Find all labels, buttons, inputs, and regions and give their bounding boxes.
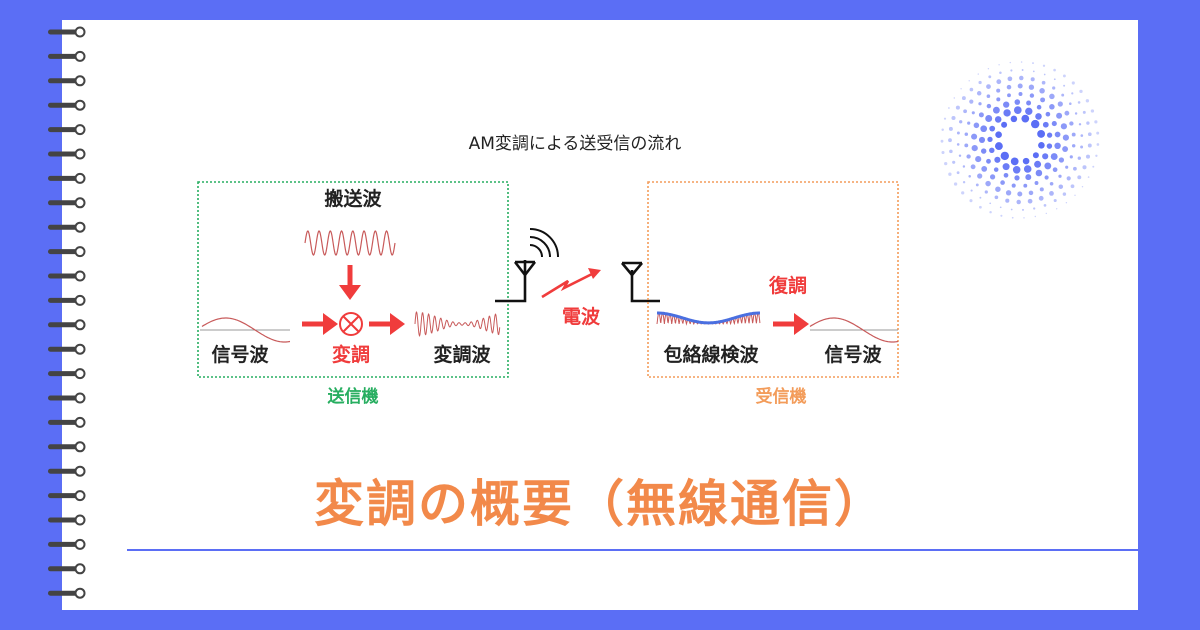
receiver-label: 受信機 [756,386,807,407]
binding-ring [48,270,86,282]
envelope-detection-label: 包絡線検波 [663,343,759,366]
recovered-signal-label: 信号波 [824,343,882,366]
binding-ring [48,392,86,404]
am-flow-diagram: AM変調による送受信の流れ 送信機 搬送波 信号波 変調 変調波 [197,134,899,407]
binding-ring [48,465,86,477]
binding-ring [48,368,86,380]
binding-ring [48,221,86,233]
signal-wave-label: 信号波 [211,343,269,366]
transmitter-box [197,181,509,378]
mixer-icon [339,312,363,336]
binding-ring [48,197,86,209]
recovered-signal-wave [809,317,899,343]
binding-ring [48,490,86,502]
binding-ring [48,416,86,428]
page-title: 変調の概要（無線通信） [314,475,886,533]
binding-ring [48,172,86,184]
binding-ring [48,343,86,355]
receiver-box [647,181,899,378]
binding-ring [48,587,86,599]
down-arrow [339,265,361,300]
binding-ring [48,26,86,38]
binding-ring [48,75,86,87]
binding-ring [48,99,86,111]
binding-ring [48,294,86,306]
receive-antenna-icon [621,261,660,303]
binding-ring [48,538,86,550]
radio-wave-label: 電波 [562,305,601,328]
transmit-antenna-icon [495,228,559,303]
binding-ring [48,148,86,160]
right-arrow [773,313,809,335]
binding-ring [48,319,86,331]
binding-ring [48,514,86,526]
modulated-wave [414,311,501,338]
binding-ring [48,563,86,575]
binding-ring [48,124,86,136]
modulation-label: 変調 [332,343,370,366]
halftone-decoration [940,61,1100,219]
envelope-curve [657,311,760,325]
title-divider [127,549,1138,551]
demodulation-label: 復調 [768,274,807,297]
radio-wave-icon [541,268,601,299]
right-arrow [302,313,338,335]
binding-ring [48,50,86,62]
spiral-binding [48,26,86,599]
diagram-title: AM変調による送受信の流れ [469,134,682,154]
notebook-page [62,20,1138,610]
carrier-wave [304,230,396,256]
carrier-wave-label: 搬送波 [324,187,382,210]
signal-wave [201,317,291,343]
transmitter-label: 送信機 [328,386,379,407]
right-arrow [369,313,405,335]
modulated-wave-label: 変調波 [433,343,491,366]
binding-ring [48,441,86,453]
binding-ring [48,246,86,258]
